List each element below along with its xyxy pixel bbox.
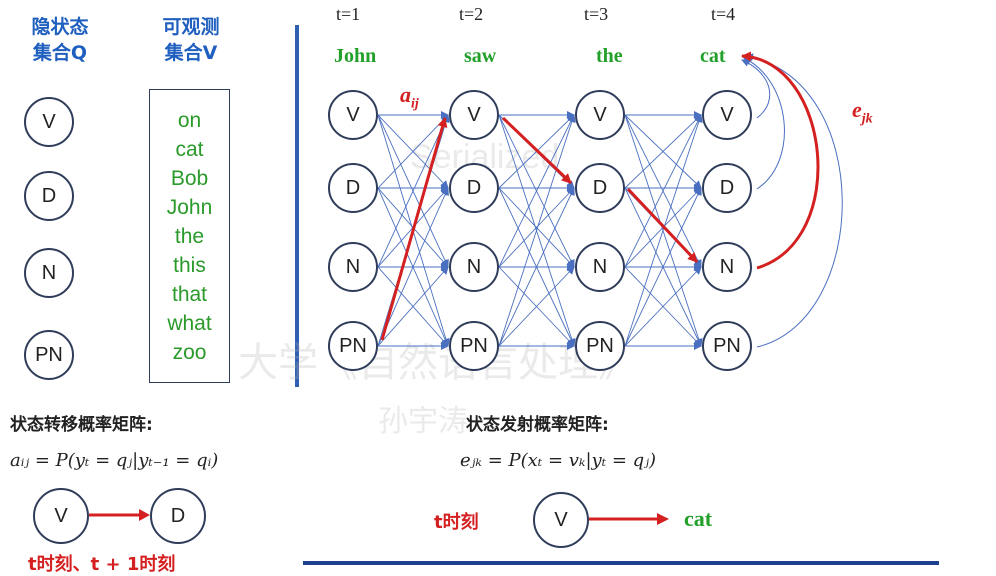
aij-label: aij: [400, 82, 419, 112]
sentence-word-cat: cat: [700, 45, 726, 67]
vertical-divider: [295, 25, 299, 387]
node-t1-v: V: [328, 90, 378, 140]
observed-word: what: [167, 311, 212, 335]
observed-word: the: [174, 224, 205, 248]
hidden-set-header-line1: 隐状态: [31, 16, 89, 38]
emission-example-word: cat: [684, 506, 713, 531]
observed-words-box: on cat Bob John the this that what zoo: [149, 89, 230, 383]
observed-word: cat: [175, 137, 204, 161]
hidden-state-v: V: [24, 97, 74, 147]
node-t4-d: D: [702, 163, 752, 213]
transition-edge: [624, 266, 702, 347]
transition-edge: [624, 114, 702, 268]
transition-edges: [377, 111, 703, 350]
ejk-label-sub: jk: [861, 111, 873, 127]
transition-example-arrow: [89, 509, 150, 521]
observed-word: on: [177, 108, 202, 132]
viterbi-path: [380, 116, 699, 341]
aij-label-base: a: [400, 82, 411, 107]
transition-edge: [377, 114, 449, 268]
sentence-word-the: the: [596, 45, 623, 67]
observed-set-header-line2: 集合V: [164, 42, 218, 64]
transition-edge: [498, 187, 575, 268]
transition-edge: [498, 266, 575, 347]
node-t1-d: D: [328, 163, 378, 213]
emission-example-state: V: [533, 492, 589, 548]
bottom-rule: [303, 561, 939, 565]
time-label-3: t=3: [584, 4, 609, 24]
transition-edge: [498, 187, 575, 347]
hidden-state-n: N: [24, 248, 74, 298]
emission-example-arrow: [589, 513, 669, 525]
aij-label-sub: ij: [411, 96, 419, 112]
emission-time-label: t时刻: [434, 512, 479, 533]
sentence-word-john: John: [334, 45, 377, 67]
transition-edge: [624, 114, 702, 189]
watermark-bottom: 孙宇涛: [378, 404, 468, 439]
hidden-set-header-line2: 集合Q: [32, 42, 88, 64]
node-t3-v: V: [575, 90, 625, 140]
transition-edge: [377, 114, 449, 189]
node-t2-pn: PN: [449, 321, 499, 371]
transition-example-from: V: [33, 488, 89, 544]
time-label-2: t=2: [459, 4, 484, 24]
emission-edges: [741, 51, 843, 348]
sentence-word-saw: saw: [464, 45, 497, 67]
ejk-label: ejk: [852, 97, 873, 127]
time-label-1: t=1: [336, 4, 361, 24]
transition-formula: aᵢⱼ = P(yₜ = qⱼ|yₜ₋₁ = qᵢ): [10, 450, 219, 471]
node-t1-n: N: [328, 242, 378, 292]
transition-edge: [624, 114, 703, 347]
transition-edge: [498, 114, 575, 268]
observed-word: that: [171, 282, 208, 306]
transition-time-label: t时刻、t + 1时刻: [28, 554, 176, 575]
time-label-4: t=4: [711, 4, 736, 24]
emission-path-highlight: [741, 51, 820, 270]
transition-edge: [624, 187, 702, 347]
transition-edge: [377, 187, 449, 347]
transition-example-to: D: [150, 488, 206, 544]
node-t4-pn: PN: [702, 321, 752, 371]
ejk-label-base: e: [852, 97, 862, 122]
node-t3-d: D: [575, 163, 625, 213]
node-t3-pn: PN: [575, 321, 625, 371]
observed-word: John: [166, 195, 213, 219]
emission-formula: eⱼₖ = P(xₜ = vₖ|yₜ = qⱼ): [460, 450, 656, 471]
observed-word: zoo: [172, 340, 207, 364]
observed-set-header-line1: 可观测: [162, 16, 220, 38]
node-t2-d: D: [449, 163, 499, 213]
node-t2-n: N: [449, 242, 499, 292]
node-t4-n: N: [702, 242, 752, 292]
hidden-state-d: D: [24, 171, 74, 221]
node-t2-v: V: [449, 90, 499, 140]
observed-set-header: 可观测 集合V: [146, 14, 236, 66]
hidden-set-header: 隐状态 集合Q: [20, 14, 100, 66]
transition-edge: [498, 114, 576, 347]
observed-word: this: [173, 253, 206, 277]
node-t1-pn: PN: [328, 321, 378, 371]
emission-matrix-title: 状态发射概率矩阵:: [466, 415, 609, 435]
node-t4-v: V: [702, 90, 752, 140]
transition-matrix-title: 状态转移概率矩阵:: [10, 415, 153, 435]
node-t3-n: N: [575, 242, 625, 292]
observed-word: Bob: [170, 166, 209, 190]
hidden-state-pn: PN: [24, 330, 74, 380]
transition-edge: [377, 266, 449, 347]
